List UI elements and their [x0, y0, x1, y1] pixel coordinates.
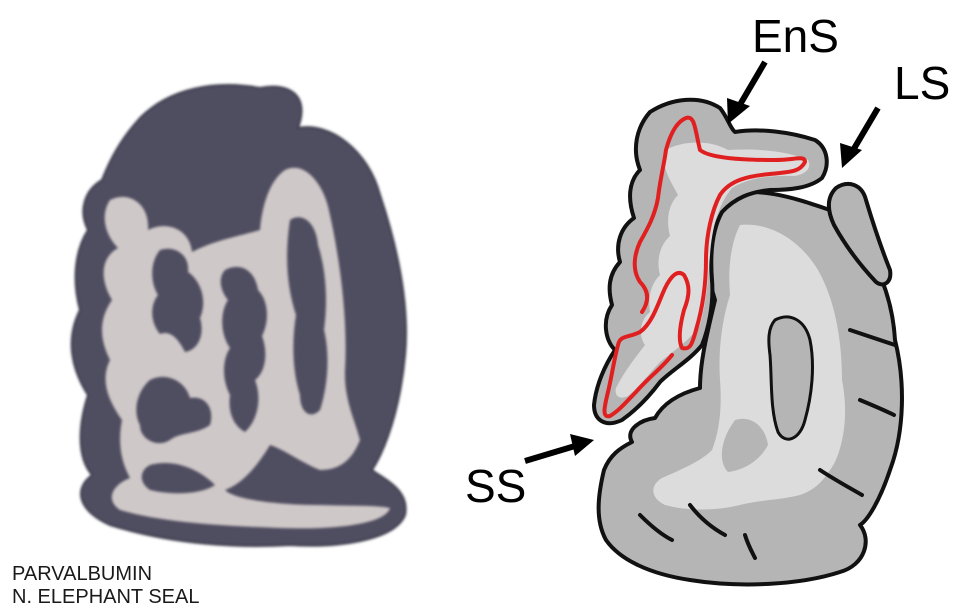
label-ss-group: SS — [465, 434, 594, 512]
figure-caption: PARVALBUMIN N. ELEPHANT SEAL — [12, 563, 199, 609]
arrow-ens-shaft — [738, 62, 765, 108]
arrow-ss-shaft — [525, 446, 575, 461]
label-ss: SS — [465, 460, 526, 512]
caption-line-species: N. ELEPHANT SEAL — [12, 586, 199, 609]
arrow-ls-shaft — [852, 108, 878, 152]
label-ls-group: LS — [840, 57, 950, 168]
schematic-brain — [594, 100, 902, 585]
stained-brain-section — [72, 85, 406, 546]
label-ens-group: EnS — [727, 10, 839, 124]
caption-line-stain: PARVALBUMIN — [12, 563, 199, 586]
label-ls: LS — [894, 57, 950, 109]
arrow-ss-head — [570, 434, 594, 456]
arrow-ls-head — [840, 143, 862, 168]
label-ens: EnS — [752, 10, 839, 62]
schematic-inner-gyrus-1 — [769, 317, 813, 439]
